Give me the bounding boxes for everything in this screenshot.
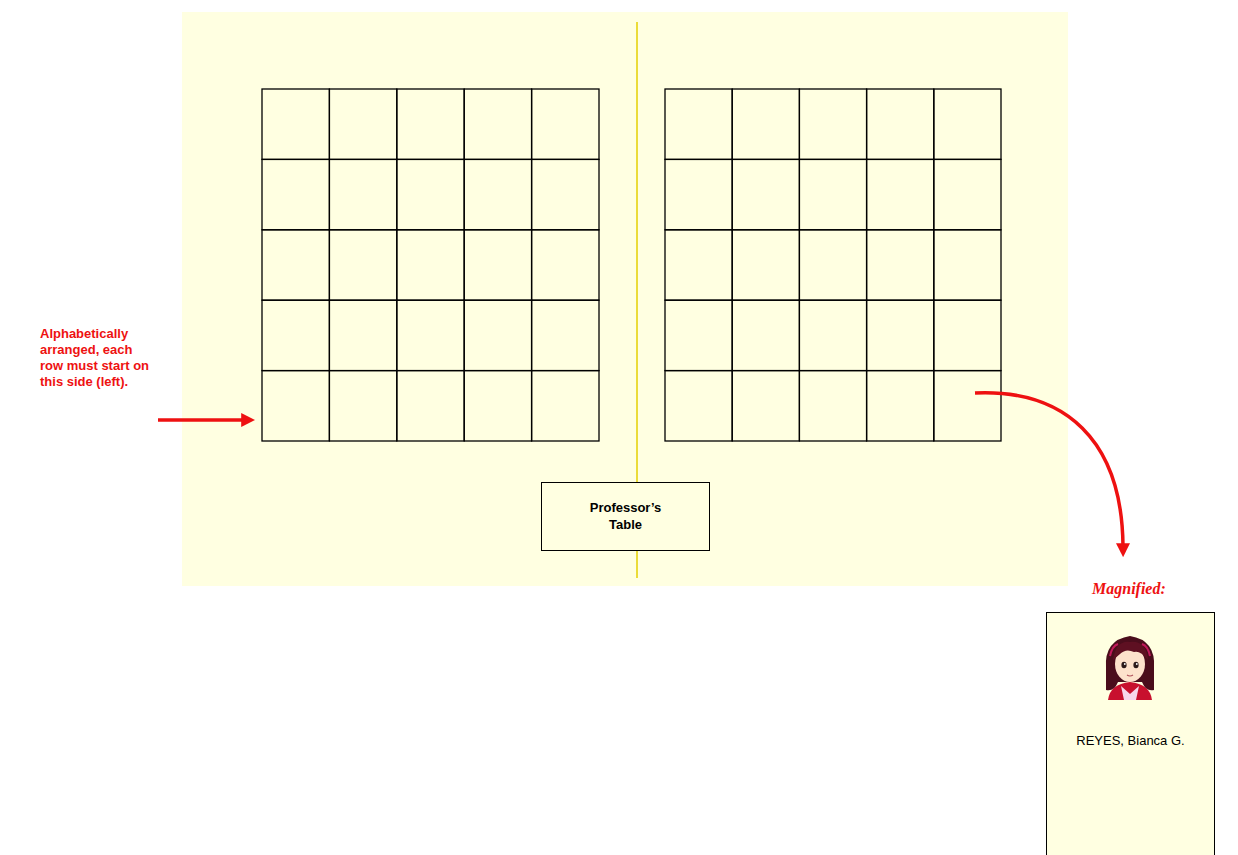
seat-cell xyxy=(799,300,866,370)
seat-cell xyxy=(262,300,329,370)
magnified-label: Magnified: xyxy=(1092,579,1222,598)
seat-grid xyxy=(665,89,1001,441)
pointer-arrow xyxy=(158,418,244,422)
seat-cell xyxy=(799,371,866,441)
magnify-arrow xyxy=(975,393,1123,546)
seat-cell xyxy=(665,300,732,370)
seat-cell xyxy=(867,89,934,159)
node-text: REYES, Bianca G. xyxy=(1076,733,1184,749)
seat-cell xyxy=(732,371,799,441)
node-text: Professor’s Table xyxy=(578,500,673,533)
seat-cell xyxy=(262,89,329,159)
seat-cell xyxy=(934,230,1001,300)
seat-cell xyxy=(532,300,599,370)
seat-cell xyxy=(799,159,866,229)
seat-cell xyxy=(934,371,1001,441)
magnified-seat-fill xyxy=(1046,612,1215,855)
seat-cell xyxy=(867,300,934,370)
seat-cell xyxy=(665,89,732,159)
seat-cell xyxy=(732,300,799,370)
seat-grid xyxy=(262,89,599,441)
seat-cell xyxy=(665,159,732,229)
seat-cell xyxy=(397,159,464,229)
seat-cell xyxy=(532,89,599,159)
seat-cell xyxy=(397,300,464,370)
seat-cell xyxy=(799,230,866,300)
seat-cell xyxy=(329,230,396,300)
seat-cell xyxy=(732,89,799,159)
magnified-seat: REYES, Bianca G. xyxy=(1046,612,1215,855)
seat-cell xyxy=(262,159,329,229)
seat-cell xyxy=(464,371,531,441)
seat-cell xyxy=(934,159,1001,229)
seat-cell xyxy=(397,89,464,159)
seat-cell xyxy=(329,159,396,229)
seat-cell xyxy=(397,371,464,441)
seat-cell xyxy=(464,300,531,370)
seat-cell xyxy=(397,230,464,300)
classroom-floor xyxy=(182,12,1068,586)
seat-cell xyxy=(867,371,934,441)
seat-cell xyxy=(732,159,799,229)
seat-cell xyxy=(532,230,599,300)
seat-cell xyxy=(665,371,732,441)
seat-cell xyxy=(532,371,599,441)
seat-cell xyxy=(262,230,329,300)
seat-cell xyxy=(799,89,866,159)
student-avatar xyxy=(1106,636,1154,700)
seat-cell xyxy=(934,89,1001,159)
seat-cell xyxy=(665,230,732,300)
seat-cell xyxy=(329,300,396,370)
seat-cell xyxy=(329,89,396,159)
seat-cell xyxy=(867,159,934,229)
seat-cell xyxy=(329,371,396,441)
seat-cell xyxy=(464,89,531,159)
seat-cell xyxy=(732,230,799,300)
professor-table: Professor’s Table xyxy=(541,482,710,551)
seat-grids xyxy=(262,89,1001,441)
seat-cell xyxy=(262,371,329,441)
seat-cell xyxy=(532,159,599,229)
seat-cell xyxy=(464,230,531,300)
seat-cell xyxy=(934,300,1001,370)
seat-cell xyxy=(464,159,531,229)
seat-cell xyxy=(867,230,934,300)
instruction-note: Alphabetically arranged, each row must s… xyxy=(40,326,158,389)
